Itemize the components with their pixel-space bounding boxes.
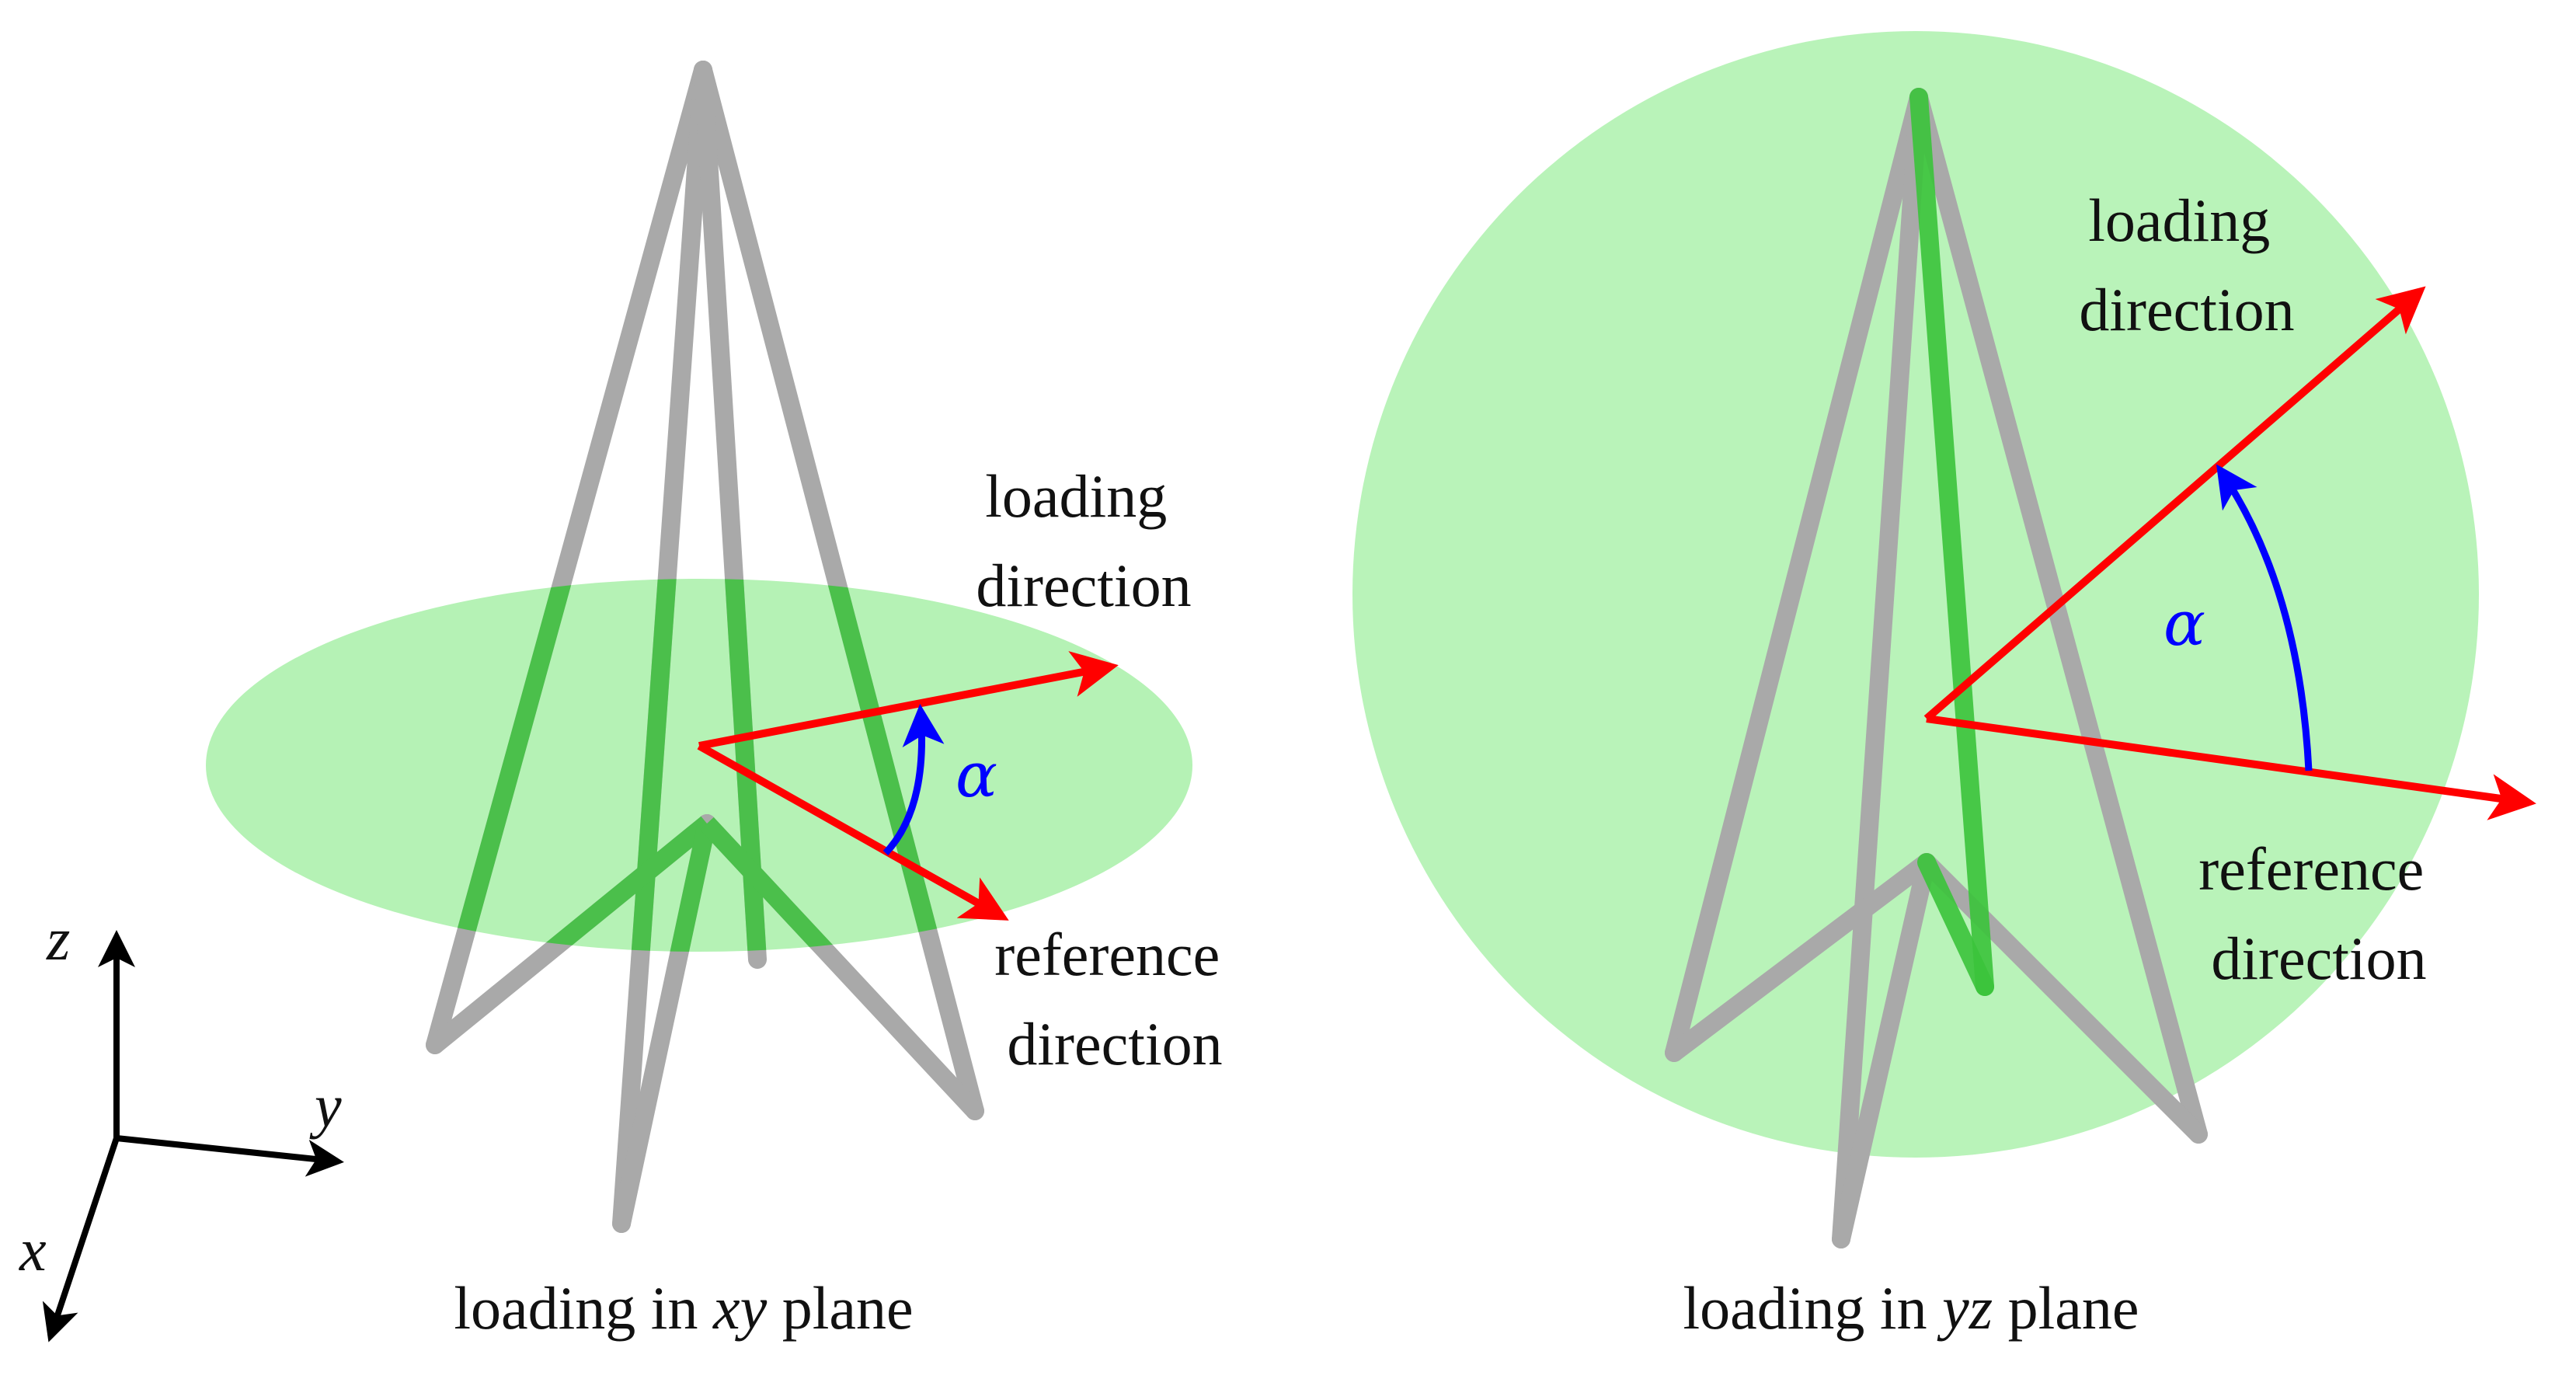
right-reference-direction-vector	[1926, 715, 2536, 820]
z-axis-label: z	[46, 905, 70, 973]
strut	[1665, 853, 1936, 1062]
left-reference-label: reference direction	[994, 921, 1235, 1078]
x-axis	[42, 1137, 120, 1342]
left-caption: loading in xy plane	[454, 1274, 913, 1342]
xy-loading-plane	[206, 579, 1192, 952]
right-caption: loading in yz plane	[1683, 1274, 2139, 1342]
y-axis	[116, 1135, 344, 1177]
left-loading-label: loading direction	[976, 462, 1191, 619]
right-panel: α loading direction reference direction …	[1352, 31, 2536, 1342]
right-loading-direction-vector	[1923, 286, 2426, 722]
strut	[1832, 853, 1936, 1248]
right-loading-label: loading direction	[2079, 186, 2294, 343]
strut	[1665, 88, 1928, 1062]
left-reference-direction-vector	[697, 742, 1009, 921]
y-axis-label: y	[309, 1072, 342, 1140]
right-strut-in-plane	[1917, 853, 1994, 996]
x-axis-label: x	[19, 1216, 47, 1283]
strut	[1909, 88, 2208, 1144]
right-angle-arc	[2216, 464, 2313, 771]
left-angle-alpha: α	[956, 739, 997, 811]
right-reference-label: reference direction	[2198, 835, 2439, 992]
right-strut-in-plane	[1909, 88, 1994, 996]
left-angle-arc	[882, 704, 945, 856]
left-panel: α loading direction reference direction …	[206, 61, 1235, 1342]
strut	[1832, 88, 1928, 1248]
yz-loading-plane	[1352, 31, 2479, 1158]
right-angle-alpha: α	[2163, 587, 2205, 660]
coordinate-axes	[42, 930, 344, 1342]
